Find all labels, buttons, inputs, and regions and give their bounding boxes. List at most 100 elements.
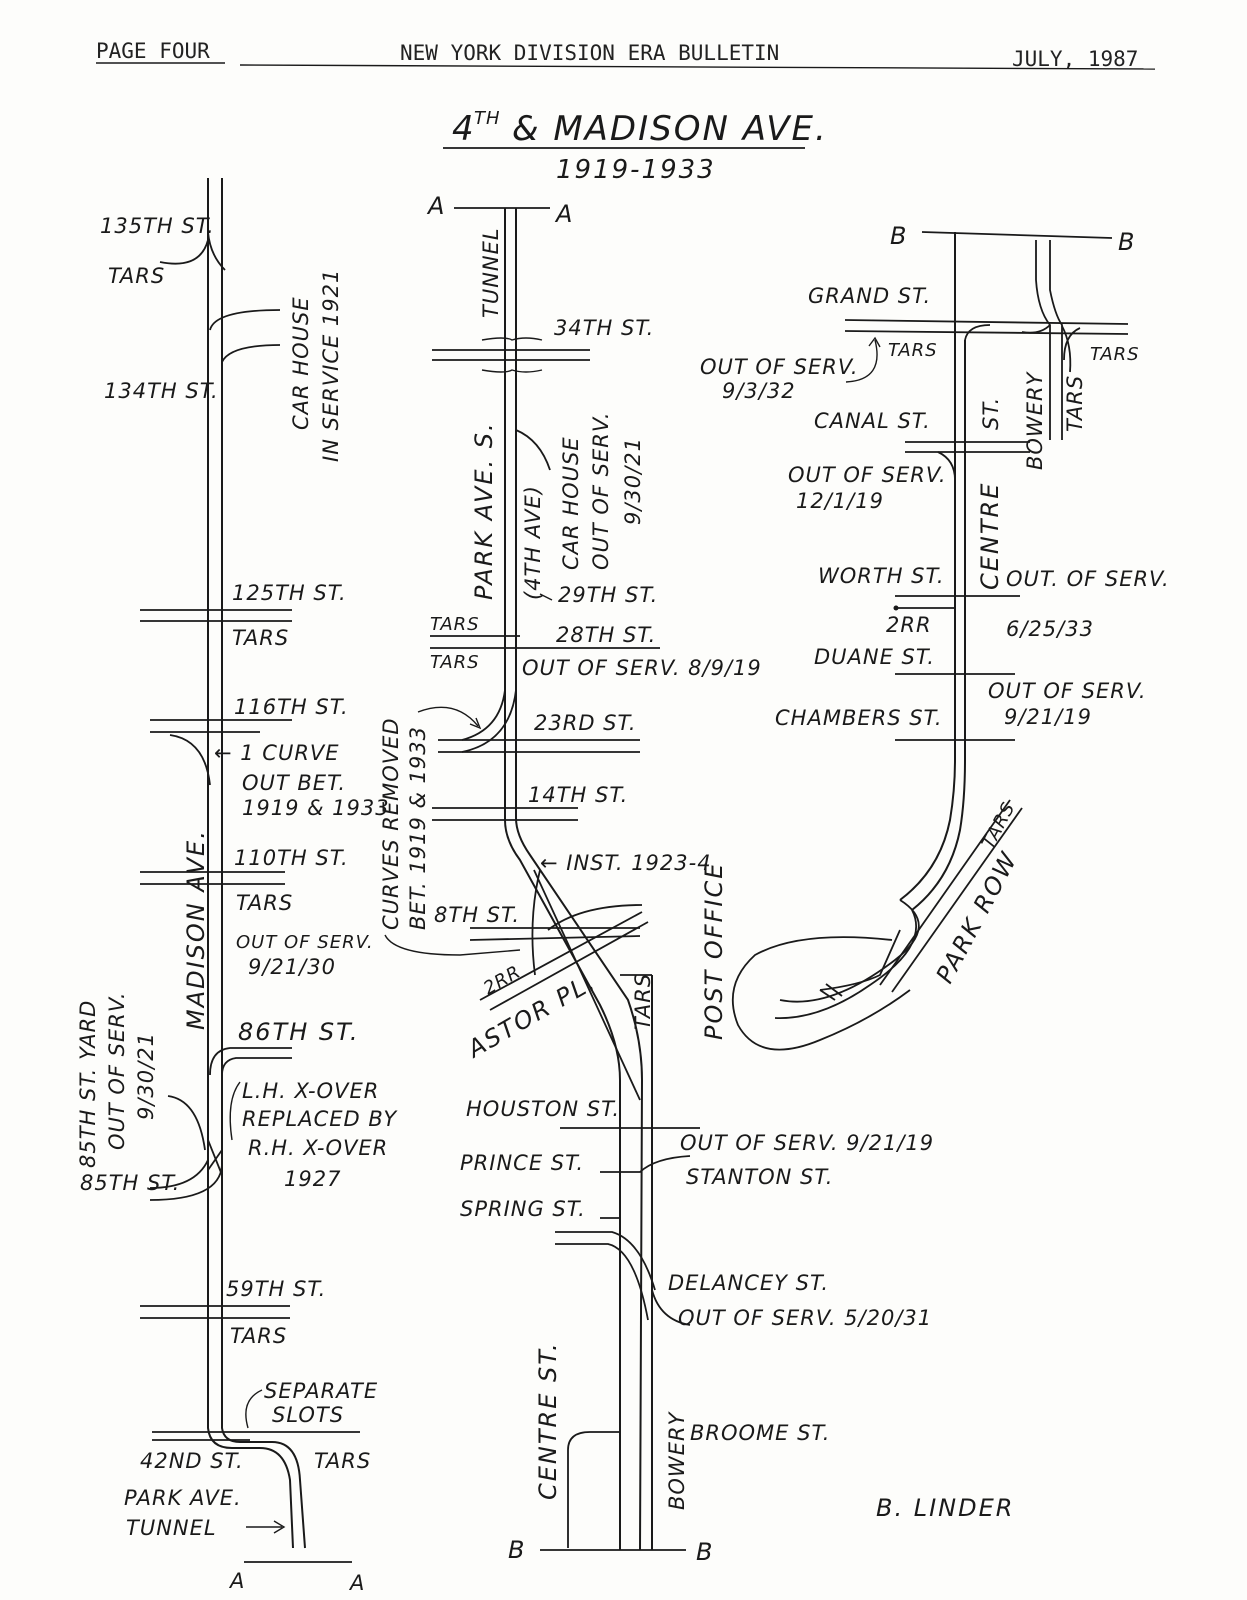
- label-chambers-st: CHAMBERS ST.: [775, 706, 943, 730]
- label-tars-135: TARS: [108, 264, 165, 288]
- label-134th-st: 134TH ST.: [104, 379, 219, 403]
- grand-arrow: [845, 339, 878, 383]
- label-tars-bowery: TARS: [1063, 375, 1087, 432]
- madison-ave-line: 135TH ST. TARS CAR HOUSE IN SERVICE 1921…: [76, 178, 398, 1595]
- label-curves-removed: CURVES REMOVED: [379, 717, 403, 930]
- label-oos-chambers: OUT OF SERV.: [988, 679, 1147, 703]
- label-oos-chambers-date: 9/21/19: [1004, 705, 1092, 729]
- label-b-top-left: B: [890, 222, 908, 250]
- label-spring-st: SPRING ST.: [460, 1197, 586, 1221]
- label-oos-110-date: 9/21/30: [248, 955, 336, 979]
- label-worth-date: 6/25/33: [1006, 617, 1094, 641]
- diagram-title: 4 TH & MADISON AVE. 1919-1933: [443, 108, 828, 185]
- label-tars-28: TARS: [430, 652, 480, 673]
- label-centre-st-mid: CENTRE ST.: [534, 1341, 562, 1500]
- label-a-top-left: A: [426, 192, 446, 220]
- crosstrack-grand-a: [844, 319, 1129, 325]
- label-broome-st: BROOME ST.: [690, 1421, 830, 1445]
- label-a-bottom-left: A: [228, 1569, 245, 1593]
- centre-track: [567, 1431, 620, 1548]
- label-park-carhouse-1: CAR HOUSE: [559, 436, 583, 570]
- label-curve-years: 1919 & 1933: [242, 796, 390, 820]
- label-oos-grand: OUT OF SERV.: [700, 355, 859, 379]
- label-prince-st: PRINCE ST.: [460, 1151, 584, 1175]
- header-rule: [239, 64, 1156, 70]
- label-tars-parkrow: TARS: [978, 799, 1020, 853]
- label-b-bottom-left: B: [508, 1536, 526, 1564]
- label-houston-st: HOUSTON ST.: [466, 1097, 620, 1121]
- label-yard-1: 85TH ST. YARD: [76, 1000, 100, 1168]
- centre-st-line: B B GRAND ST. TARS TARS OUT OF SERV. 9/3…: [700, 222, 1170, 1051]
- label-tars-grand-2: TARS: [1090, 344, 1140, 365]
- carhouse-lead-1: [209, 309, 281, 331]
- curve-8: [547, 904, 643, 931]
- label-inst-1923: ← INST. 1923-4: [540, 851, 712, 875]
- title-avenues: & MADISON AVE.: [512, 109, 828, 149]
- centre-track-west: [899, 232, 956, 901]
- label-bowery-right: BOWERY: [1023, 370, 1047, 470]
- header-page-number: PAGE FOUR: [96, 39, 210, 63]
- yard-leader: [167, 1095, 206, 1151]
- label-116th-st: 116TH ST.: [234, 695, 349, 719]
- label-park-carhouse-2: OUT OF SERV.: [589, 411, 613, 570]
- label-4th-ave: (4TH AVE): [521, 485, 545, 600]
- label-oos-worth: OUT. OF SERV.: [1006, 567, 1170, 591]
- label-delancey-st: DELANCEY ST.: [668, 1271, 829, 1295]
- label-separate: SEPARATE: [264, 1379, 378, 1403]
- label-park-tunnel: TUNNEL: [479, 227, 503, 318]
- label-a-bottom-right: A: [348, 1571, 365, 1595]
- label-135th-st: 135TH ST.: [100, 214, 215, 238]
- label-110th-st: 110TH ST.: [234, 846, 349, 870]
- label-34th-st: 34TH ST.: [554, 316, 654, 340]
- crossover-85: [207, 1139, 223, 1176]
- crossover-86-b: [221, 1057, 292, 1076]
- label-oos-110: OUT OF SERV.: [236, 932, 374, 953]
- label-stanton-st: STANTON ST.: [686, 1165, 833, 1189]
- label-oos-28: OUT OF SERV. 8/9/19: [522, 656, 762, 680]
- bowery-track-b: [1049, 240, 1063, 440]
- curves-leader-bottom: [384, 934, 521, 956]
- label-xover-2: REPLACED BY: [242, 1107, 398, 1131]
- label-42nd-st: 42ND ST.: [140, 1449, 244, 1473]
- author-signature: B. LINDER: [876, 1494, 1014, 1522]
- header-date: JULY, 1987: [1012, 47, 1138, 71]
- park-track-east: [515, 208, 644, 1551]
- label-2rr-right: 2RR: [886, 613, 932, 637]
- section-line-b-top: [921, 231, 1113, 239]
- carhouse-park-lead: [515, 429, 551, 471]
- label-oos-delancey: OUT OF SERV. 5/20/31: [678, 1306, 932, 1330]
- label-yard-3: 9/30/21: [134, 1032, 158, 1120]
- crosstrack-8-b: [469, 935, 641, 941]
- label-23rd-st: 23RD ST.: [534, 711, 637, 735]
- label-carhouse-1: CAR HOUSE: [289, 296, 313, 430]
- park-ave-line: A A TUNNEL 34TH ST. PARK AVE. S. (4TH AV…: [379, 192, 933, 1566]
- delancey-track-b: [555, 1243, 649, 1321]
- label-14th-st: 14TH ST.: [528, 783, 628, 807]
- park-track-west: [504, 208, 621, 1550]
- label-tars-125: TARS: [232, 626, 289, 650]
- post-office-loop: [731, 936, 911, 1051]
- label-8th-st: 8TH ST.: [434, 903, 520, 927]
- curve-116: [169, 734, 211, 786]
- label-yard-2: OUT OF SERV.: [105, 991, 129, 1150]
- crosstrack-grand-b: [844, 330, 1129, 335]
- xover-leader: [229, 1081, 241, 1141]
- loop-track-a: [779, 899, 920, 1003]
- madison-track-west: [207, 178, 294, 1549]
- label-oos-canal-date: 12/1/19: [796, 489, 884, 513]
- title-years: 1919-1933: [556, 155, 716, 185]
- label-carhouse-2: IN SERVICE 1921: [319, 269, 343, 462]
- label-curves-years: BET. 1919 & 1933: [406, 726, 430, 930]
- label-tars-59: TARS: [230, 1324, 287, 1348]
- label-park-ave-s: PARK AVE. S.: [470, 421, 498, 600]
- label-st-right: ST.: [979, 397, 1003, 430]
- label-a-top-right: A: [554, 200, 574, 228]
- stanton-track: [600, 1155, 691, 1173]
- label-bowery-mid: BOWERY: [665, 1410, 689, 1510]
- label-tars-lower: TARS: [631, 973, 655, 1030]
- header-publication: NEW YORK DIVISION ERA BULLETIN: [400, 41, 779, 65]
- label-125th-st: 125TH ST.: [232, 581, 347, 605]
- bowery-tars-curve: [1061, 325, 1072, 373]
- label-centre-right: CENTRE: [976, 482, 1004, 590]
- astor-track-a: [479, 911, 643, 1001]
